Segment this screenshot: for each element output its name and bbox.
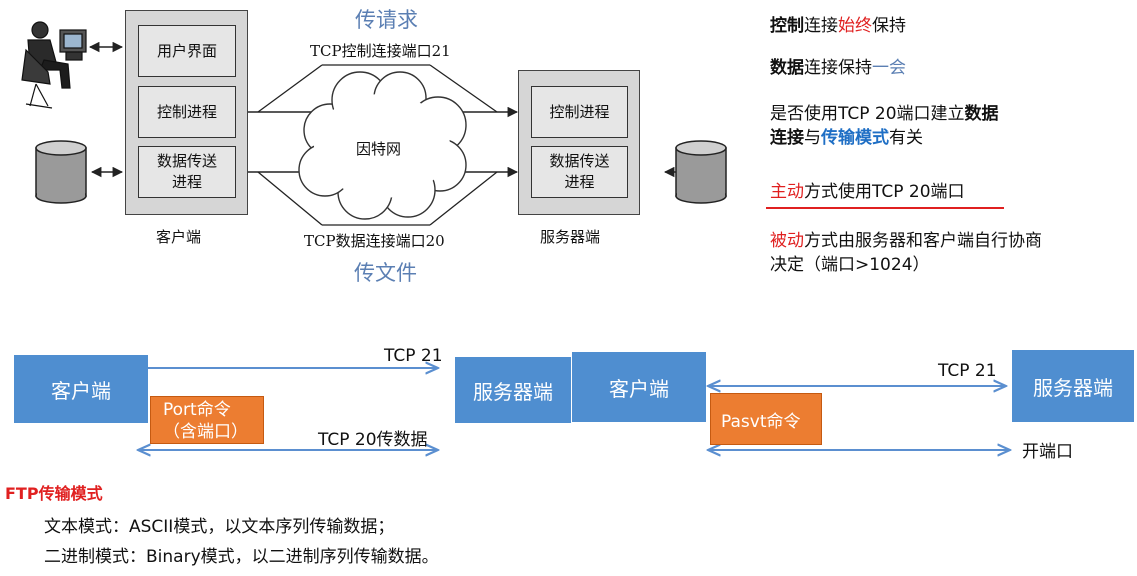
control-port-label: TCP控制连接端口21 (310, 42, 451, 60)
note3-d: 与 (804, 128, 821, 148)
note3-f: 有关 (889, 128, 923, 148)
client-control-box: 控制进程 (138, 86, 236, 138)
note1-a: 控制 (770, 16, 804, 36)
passive-server-box: 服务器端 (1012, 350, 1134, 422)
ftp-modes-title: FTP传输模式 (5, 484, 103, 503)
server-caption: 服务器端 (540, 228, 601, 246)
note-active-underline (766, 207, 1004, 209)
port-command-line1: Port命令 (163, 400, 231, 420)
active-client-box: 客户端 (14, 355, 148, 423)
note1-c: 始终 (838, 16, 872, 36)
passive-client-label: 客户端 (609, 376, 669, 401)
mode-arrows (0, 340, 1137, 470)
client-ui-label: 用户界面 (156, 41, 217, 60)
text-mode-line: 文本模式：ASCII模式，以文本序列传输数据； (44, 517, 395, 537)
active-server-label: 服务器端 (473, 379, 553, 404)
passive-client-box: 客户端 (572, 352, 706, 422)
note-port20: 是否使用TCP 20端口建立数据 连接与传输模式有关 (770, 102, 1070, 150)
note-active: 主动方式使用TCP 20端口 (770, 180, 965, 204)
note5-a: 被动 (770, 231, 804, 251)
active-tcp20-label: TCP 20传数据 (318, 430, 428, 450)
note5-b: 方式由服务器和客户端自行协商 (804, 231, 1042, 251)
note-control-connection: 控制连接始终保持 (770, 14, 906, 38)
port-command-box: Port命令 （含端口） (150, 396, 264, 444)
server-control-box: 控制进程 (531, 86, 628, 138)
note1-b: 连接 (804, 16, 838, 36)
client-caption: 客户端 (156, 228, 202, 246)
client-data-label-2: 进程 (171, 173, 202, 191)
note3-b: 数据 (964, 104, 999, 124)
binary-mode-line: 二进制模式：Binary模式，以二进制序列传输数据。 (44, 547, 439, 567)
pasv-command-label: Pasvt命令 (721, 411, 801, 432)
client-disk-icon (35, 140, 87, 204)
note3-a: 是否使用TCP 20端口建立 (770, 104, 965, 124)
active-tcp21-label: TCP 21 (384, 346, 443, 366)
passive-tcp21-label: TCP 21 (938, 361, 997, 381)
internet-label: 因特网 (356, 140, 402, 158)
client-data-label-1: 数据传送 (156, 152, 217, 170)
client-control-label: 控制进程 (156, 102, 217, 121)
file-label: 传文件 (354, 261, 417, 285)
passive-server-label: 服务器端 (1033, 375, 1113, 400)
client-data-box: 数据传送 进程 (138, 146, 236, 198)
pasv-command-box: Pasvt命令 (710, 393, 822, 445)
open-port-label: 开端口 (1022, 442, 1073, 462)
server-disk-icon (675, 140, 727, 204)
request-label: 传请求 (355, 8, 418, 32)
note5-c: 决定（端口>1024） (770, 255, 930, 275)
server-control-label: 控制进程 (549, 102, 610, 121)
architecture-lines (21, 21, 727, 226)
note4-b: 方式使用TCP 20端口 (804, 182, 965, 202)
note-data-connection: 数据连接保持一会 (770, 56, 906, 80)
server-data-box: 数据传送 进程 (531, 146, 628, 198)
port-command-line2: （含端口） (163, 422, 248, 442)
note4-a: 主动 (770, 182, 804, 202)
server-data-label-2: 进程 (564, 173, 595, 191)
note2-c: 一会 (872, 58, 906, 78)
user-computer-icon (21, 21, 87, 109)
internet-cloud (298, 71, 467, 220)
server-data-label-1: 数据传送 (549, 152, 610, 170)
note3-c: 连接 (770, 128, 804, 148)
note3-e: 传输模式 (821, 128, 889, 148)
note2-a: 数据 (770, 58, 804, 78)
active-server-box: 服务器端 (455, 357, 571, 423)
data-port-label: TCP数据连接端口20 (304, 232, 445, 250)
active-client-label: 客户端 (51, 378, 111, 403)
client-ui-box: 用户界面 (138, 25, 236, 77)
note-passive: 被动方式由服务器和客户端自行协商 决定（端口>1024） (770, 229, 1130, 277)
note1-d: 保持 (872, 16, 906, 36)
note2-b: 连接保持 (804, 58, 872, 78)
